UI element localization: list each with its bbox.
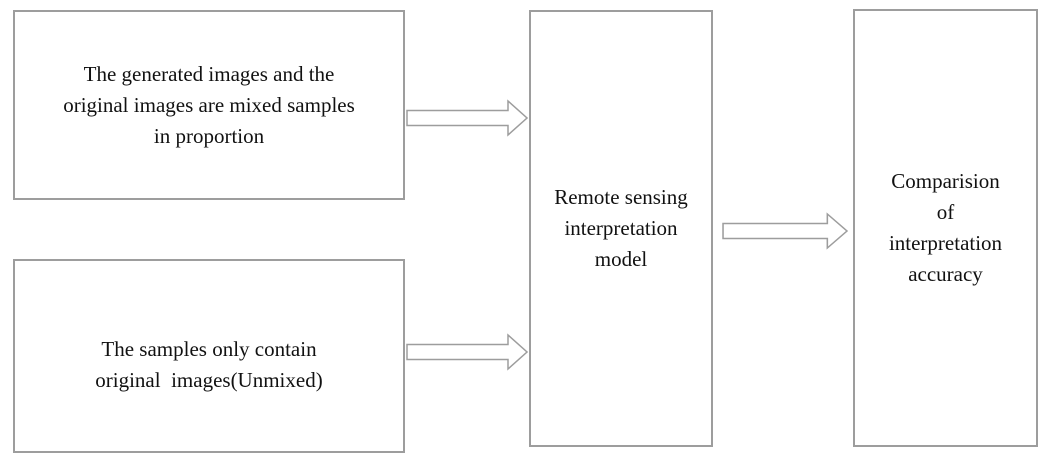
box-text-line: interpretation (888, 231, 1003, 255)
arrow-model-to-comparison-icon (722, 212, 848, 250)
box-text-line: interpretation (564, 216, 678, 240)
box-text-line: The generated images and the (83, 61, 335, 86)
box-unmixed-samples: The samples only contain original images… (13, 259, 405, 453)
box-text-line: model (594, 247, 648, 271)
box-text-line: The samples only contain (101, 337, 317, 361)
box-text-line: original images are mixed samples (63, 92, 355, 117)
box-model: Remote sensing interpretation model (529, 10, 713, 447)
arrow-unmixed-to-model-icon (406, 333, 528, 371)
box-mixed-samples: The generated images and the original im… (13, 10, 405, 200)
box-text-line: of (936, 200, 955, 224)
box-text-line: in proportion (153, 123, 265, 148)
box-text-line: Comparision (891, 169, 1000, 193)
box-text-line: accuracy (908, 262, 983, 286)
box-text-line: original images(Unmixed) (95, 368, 323, 392)
box-comparison: Comparision of interpretation accuracy (853, 9, 1038, 447)
box-text-line: Remote sensing (554, 185, 688, 209)
arrow-mixed-to-model-icon (406, 99, 528, 137)
